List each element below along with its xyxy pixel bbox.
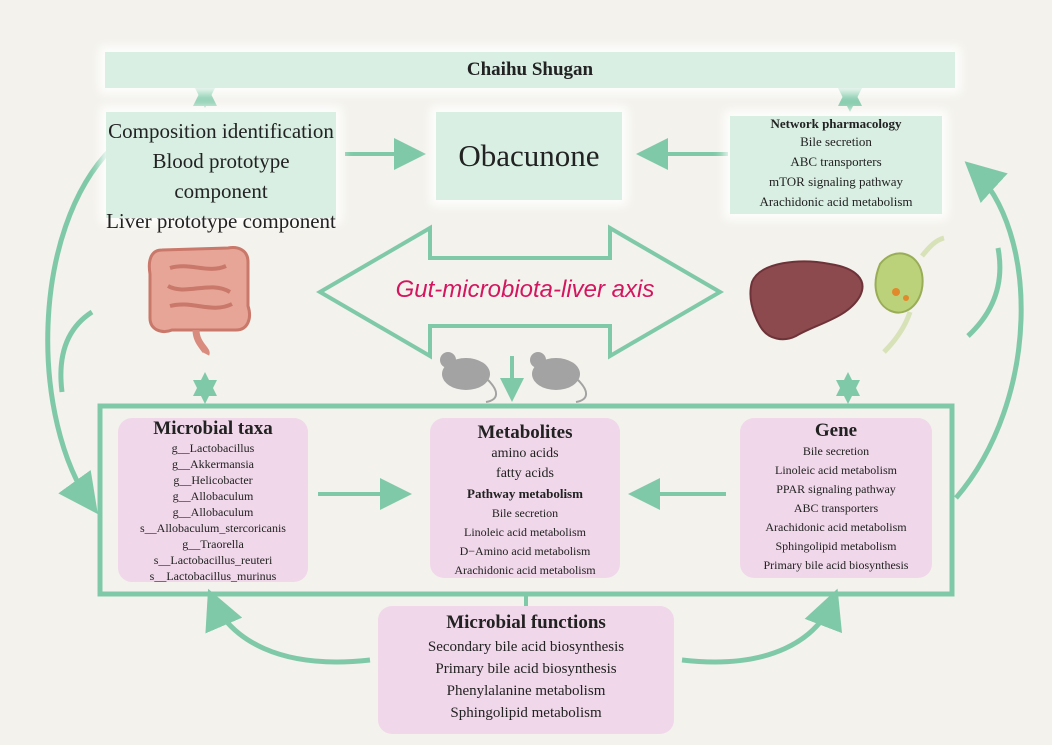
function-item: Phenylalanine metabolism <box>446 683 606 699</box>
microbial-taxa-heading: Microbial taxa <box>153 418 273 439</box>
gene-item: ABC transporters <box>793 501 879 515</box>
metabolites-heading: Metabolites <box>477 422 573 443</box>
taxa-item: s__Lactobacillus_reuteri <box>153 553 273 567</box>
curve-comp-to-taxa <box>45 146 114 515</box>
pathway-item: D−Amino acid metabolism <box>459 544 591 558</box>
obacunone-label: Obacunone <box>458 138 600 173</box>
curve-left-inner <box>58 309 94 393</box>
curve-gene-to-network <box>954 161 1024 500</box>
metabolite-item: fatty acids <box>496 466 554 481</box>
microbial-functions-heading: Microbial functions <box>446 612 606 633</box>
metabolite-item: amino acids <box>491 446 559 461</box>
taxa-item: g__Allobaculum <box>172 505 254 519</box>
taxa-item: s__Lactobacillus_murinus <box>149 569 277 583</box>
network-item: Bile secretion <box>800 134 872 149</box>
microbial-taxa-panel: Microbial taxa g__Lactobacillus g__Akker… <box>118 418 308 583</box>
gene-item: Linoleic acid metabolism <box>775 463 897 477</box>
diagram-title: Chaihu Shugan <box>466 59 594 80</box>
network-item: mTOR signaling pathway <box>768 174 904 189</box>
microbial-functions-panel: Microbial functions Secondary bile acid … <box>378 606 674 734</box>
axis-double-arrow <box>316 224 724 360</box>
curve-functions-to-gene <box>681 588 842 665</box>
taxa-item: g__Lactobacillus <box>171 441 255 455</box>
mice-icon <box>440 352 587 403</box>
taxa-item: s__Allobaculum_stercoricanis <box>140 521 286 535</box>
composition-line: Blood prototype component <box>152 149 290 203</box>
curve-functions-to-taxa <box>205 588 371 665</box>
network-heading: Network pharmacology <box>770 116 902 131</box>
pathway-item: Bile secretion <box>491 506 559 520</box>
obacunone-box: Obacunone <box>436 112 622 200</box>
taxa-item: g__Traorella <box>182 537 244 551</box>
gene-heading: Gene <box>814 420 858 441</box>
gene-panel: Gene Bile secretion Linoleic acid metabo… <box>740 418 932 578</box>
gene-item: Sphingolipid metabolism <box>775 539 897 553</box>
taxa-item: g__Helicobacter <box>173 473 253 487</box>
intestine-icon <box>147 246 251 356</box>
pathway-item: Arachidonic acid metabolism <box>454 563 596 577</box>
liver-icon <box>749 260 864 341</box>
network-item: ABC transporters <box>790 154 882 169</box>
composition-box: Composition identification Blood prototy… <box>106 112 336 233</box>
pathway-item: Linoleic acid metabolism <box>464 525 586 539</box>
gene-item: Arachidonic acid metabolism <box>765 520 907 534</box>
network-pharmacology-box: Network pharmacology Bile secretion ABC … <box>730 116 942 214</box>
function-item: Primary bile acid biosynthesis <box>435 661 617 677</box>
composition-line: Composition identification <box>108 119 334 143</box>
curve-right-inner <box>966 247 1003 338</box>
axis-label: Gut-microbiota-liver axis <box>395 276 655 303</box>
title-bar: Chaihu Shugan <box>105 52 955 88</box>
pathway-heading: Pathway metabolism <box>467 486 583 501</box>
gene-item: Primary bile acid biosynthesis <box>763 558 909 572</box>
taxa-item: g__Akkermansia <box>172 457 254 471</box>
composition-line: Liver prototype component <box>106 209 336 233</box>
gene-item: Bile secretion <box>802 444 870 458</box>
gene-item: PPAR signaling pathway <box>776 482 896 496</box>
metabolites-panel: Metabolites amino acids fatty acids Path… <box>430 418 620 578</box>
function-item: Sphingolipid metabolism <box>450 705 602 721</box>
taxa-item: g__Allobaculum <box>172 489 254 503</box>
network-item: Arachidonic acid metabolism <box>759 194 913 209</box>
function-item: Secondary bile acid biosynthesis <box>427 639 625 655</box>
gallbladder-icon <box>874 235 945 354</box>
